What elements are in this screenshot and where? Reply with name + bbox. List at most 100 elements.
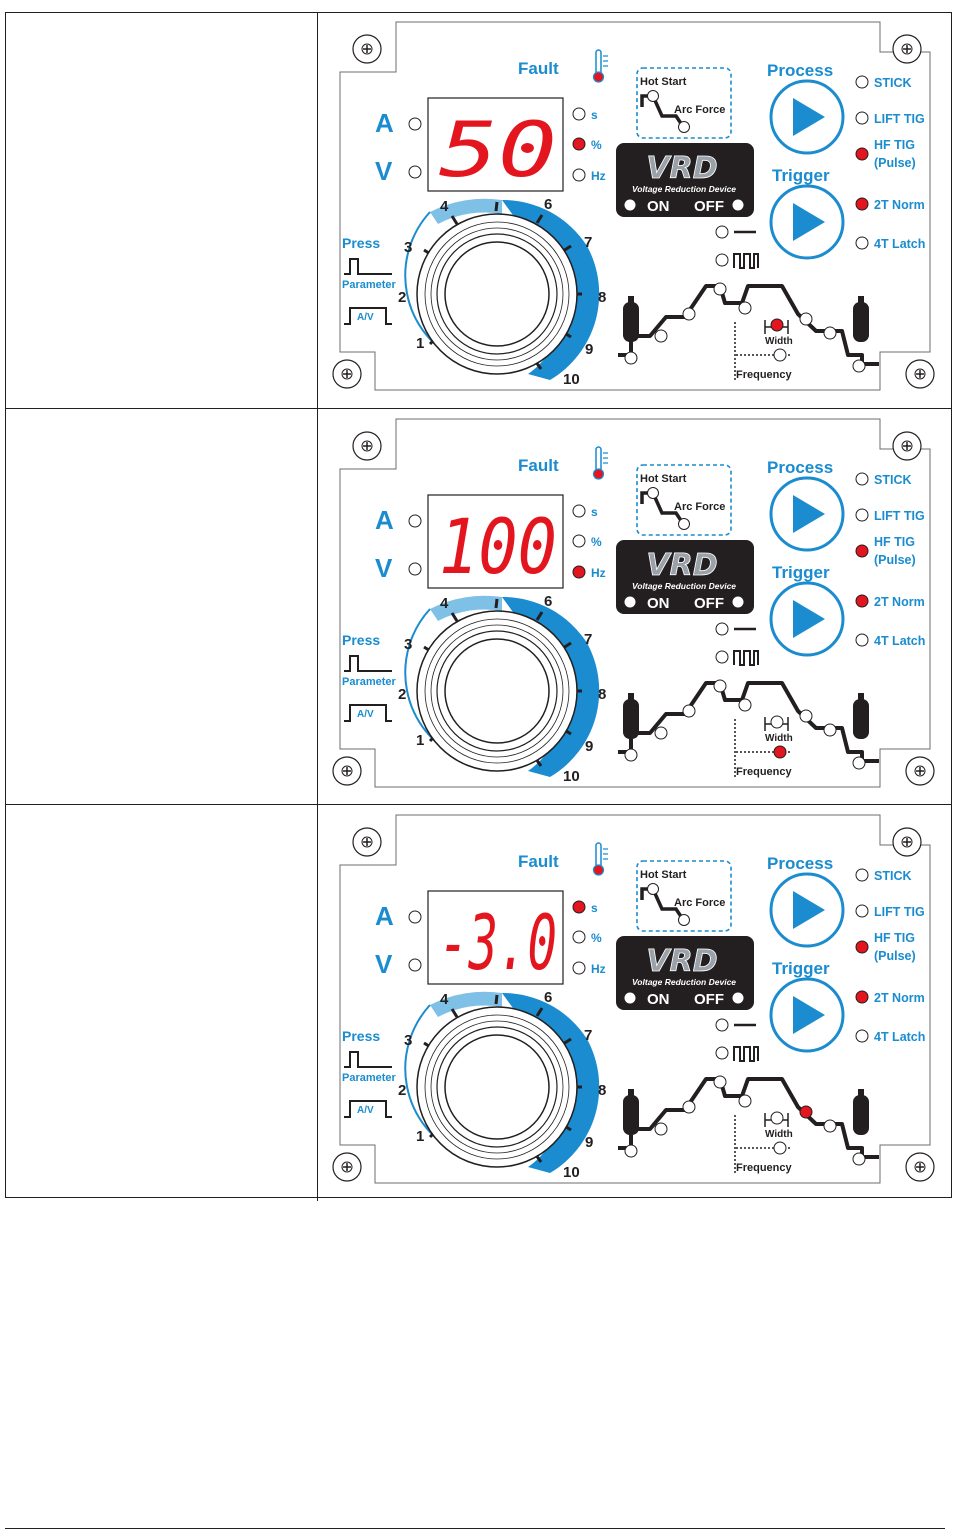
dial-mark-7: 7 — [584, 234, 592, 251]
start-current-led — [654, 329, 668, 343]
vrd-box — [616, 540, 754, 614]
upslope-led — [682, 1100, 696, 1114]
hf-tig-pulse-label: (Pulse) — [874, 553, 916, 567]
pre-flow-led — [624, 351, 638, 365]
dial-mark-9: 9 — [585, 1134, 593, 1151]
width-led — [770, 318, 784, 332]
vrd-box — [616, 936, 754, 1010]
post-flow-led — [852, 1152, 866, 1166]
pre-flow-led — [624, 748, 638, 762]
arc-force-label: Arc Force — [674, 897, 725, 909]
hf-tig-led — [855, 147, 869, 161]
pulse-mode-led — [715, 650, 729, 664]
dial-mark-3: 3 — [404, 636, 412, 653]
hot-start-box — [636, 860, 732, 932]
hot-start-curve — [640, 491, 684, 523]
hf-tig-led — [855, 940, 869, 954]
dial-scale-fade — [430, 595, 502, 621]
control-knob[interactable] — [416, 1006, 578, 1168]
width-led — [770, 715, 784, 729]
dial-mark-2: 2 — [398, 1082, 406, 1099]
lift-tig-label: LIFT TIG — [874, 509, 925, 523]
latch-4t-label: 4T Latch — [874, 237, 925, 251]
dial-mark-6: 6 — [544, 196, 552, 213]
hf-tig-led — [855, 544, 869, 558]
panel-table — [5, 12, 952, 1198]
hot-start-box — [636, 464, 732, 536]
screw-icon — [905, 756, 935, 786]
norm-2t-label: 2T Norm — [874, 198, 925, 212]
av-label: A/V — [357, 709, 374, 720]
trigger-label: Trigger — [772, 166, 830, 185]
frequency-led — [773, 1141, 787, 1155]
stick-led — [855, 75, 869, 89]
trigger-button[interactable] — [769, 581, 845, 657]
trigger-button[interactable] — [769, 184, 845, 260]
lift-tig-led — [855, 508, 869, 522]
dial-mark-1: 1 — [416, 1128, 424, 1145]
dial-mark-1: 1 — [416, 732, 424, 749]
frequency-label: Frequency — [736, 766, 793, 778]
vrd-off-label: OFF — [694, 991, 724, 1008]
dial-mark-4: 4 — [440, 198, 449, 215]
amps-led — [408, 514, 422, 528]
process-button[interactable] — [769, 872, 845, 948]
press-pulse-icon — [344, 655, 392, 672]
unit-percent-label: % — [591, 138, 602, 152]
digital-display — [427, 494, 564, 589]
fault-label: Fault — [518, 456, 559, 475]
display-value: -3.0 — [439, 898, 557, 987]
unit-hz-label: Hz — [591, 566, 606, 580]
hot-start-led — [647, 883, 659, 895]
volts-label: V — [375, 553, 393, 583]
trigger-button[interactable] — [769, 977, 845, 1053]
play-icon — [793, 891, 825, 929]
latch-4t-led — [855, 1029, 869, 1043]
unit-hz-label: Hz — [591, 169, 606, 183]
unit-led-s — [572, 107, 586, 121]
vrd-box — [616, 143, 754, 217]
latch-4t-label: 4T Latch — [874, 634, 925, 648]
press-label: Press — [342, 235, 380, 251]
amps-label: A — [375, 901, 394, 931]
hot-start-led — [647, 90, 659, 102]
gas-cylinder-icon — [623, 296, 639, 342]
frequency-led — [773, 348, 787, 362]
lift-tig-label: LIFT TIG — [874, 905, 925, 919]
process-button[interactable] — [769, 79, 845, 155]
latch-4t-label: 4T Latch — [874, 1030, 925, 1044]
norm-2t-led — [855, 990, 869, 1004]
dial-mark-9: 9 — [585, 738, 593, 755]
bottom-rule — [5, 1528, 945, 1529]
process-button[interactable] — [769, 476, 845, 552]
trigger-label: Trigger — [772, 959, 830, 978]
vrd-on-label: ON — [647, 198, 670, 215]
control-knob[interactable] — [416, 610, 578, 772]
unit-s-label: s — [591, 505, 598, 519]
vrd-off-led — [732, 596, 744, 608]
panel-1: Fault A V 50 s % Hz Hot Start Arc Force … — [320, 12, 952, 408]
pulse-mode-led — [715, 1046, 729, 1060]
stick-led — [855, 472, 869, 486]
hf-tig-pulse-label: (Pulse) — [874, 156, 916, 170]
post-flow-led — [852, 359, 866, 373]
fault-label: Fault — [518, 852, 559, 871]
upslope-led — [682, 307, 696, 321]
downslope-led — [799, 1105, 813, 1119]
upslope-led — [682, 704, 696, 718]
dial-scale-fade — [430, 991, 502, 1017]
control-knob[interactable] — [416, 213, 578, 375]
av-label: A/V — [357, 1105, 374, 1116]
vrd-off-led — [732, 199, 744, 211]
play-icon — [793, 996, 825, 1034]
welding-sequence-curve — [618, 284, 879, 366]
gas-cylinder-icon — [853, 296, 869, 342]
row-divider — [5, 804, 952, 805]
screw-icon — [332, 756, 362, 786]
volts-led — [408, 562, 422, 576]
volts-label: V — [375, 949, 393, 979]
press-pulse-icon — [344, 258, 392, 275]
lift-tig-label: LIFT TIG — [874, 112, 925, 126]
dc-mode-led — [715, 225, 729, 239]
dial-mark-1: 1 — [416, 335, 424, 352]
